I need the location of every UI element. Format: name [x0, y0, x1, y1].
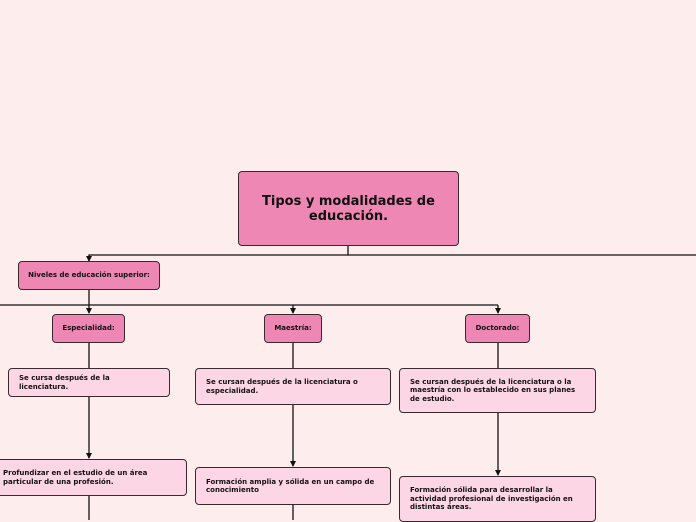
- level-node-label: Niveles de educación superior:: [28, 271, 150, 279]
- especialidad-node-label: Especialidad:: [62, 324, 115, 332]
- doctorado-detail-label: Formación sólida para desarrollar la act…: [410, 486, 573, 512]
- especialidad-node[interactable]: Especialidad:: [52, 314, 125, 343]
- maestria-node-label: Maestría:: [274, 324, 312, 332]
- especialidad-detail-node[interactable]: Profundizar en el estudio de un área par…: [0, 459, 187, 496]
- maestria-desc-label: Se cursan después de la licenciatura o e…: [206, 378, 358, 395]
- especialidad-desc-node[interactable]: Se cursa después de la licenciatura.: [8, 368, 170, 397]
- maestria-detail-label: Formación amplia y sólida en un campo de…: [206, 477, 375, 495]
- root-node-label: Tipos y modalidades de educación.: [262, 193, 435, 224]
- root-node[interactable]: Tipos y modalidades de educación.: [238, 171, 459, 246]
- doctorado-desc-node[interactable]: Se cursan después de la licenciatura o l…: [399, 368, 596, 413]
- doctorado-desc-label: Se cursan después de la licenciatura o l…: [410, 377, 576, 403]
- maestria-detail-node[interactable]: Formación amplia y sólida en un campo de…: [195, 467, 391, 505]
- especialidad-detail-label: Profundizar en el estudio de un área par…: [3, 469, 148, 486]
- doctorado-detail-node[interactable]: Formación sólida para desarrollar la act…: [399, 476, 596, 522]
- especialidad-desc-label: Se cursa después de la licenciatura.: [19, 374, 110, 391]
- maestria-desc-node[interactable]: Se cursan después de la licenciatura o e…: [195, 368, 391, 405]
- doctorado-node[interactable]: Doctorado:: [465, 314, 530, 343]
- level-node[interactable]: Niveles de educación superior:: [18, 261, 160, 290]
- connector-root-level: [86, 246, 349, 262]
- doctorado-node-label: Doctorado:: [475, 324, 520, 332]
- maestria-node[interactable]: Maestría:: [264, 314, 322, 343]
